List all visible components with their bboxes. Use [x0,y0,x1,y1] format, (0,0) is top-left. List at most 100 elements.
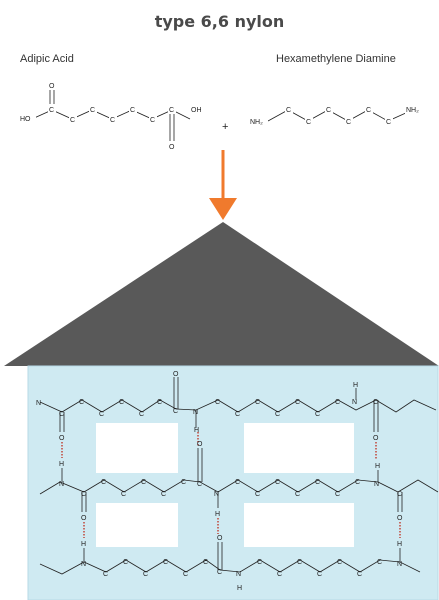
hydrogen-bonds [61,432,401,538]
carbon-atom: C [397,491,402,498]
hydrogen-atom: H [375,463,380,470]
carbon-atom: C [79,399,84,406]
nitrogen-atom: N [374,481,379,488]
house-roof [4,222,439,366]
hydroxyl-right-label: OH [191,107,202,114]
carbon-atom: C [275,411,280,418]
nitrogen-atom: N [214,491,219,498]
diagram-title: type 6,6 nylon [154,12,285,31]
nitrogen-atom: N [236,571,241,578]
oxygen-atom: O [169,144,175,151]
hydrogen-atom: H [353,382,358,389]
nitrogen-atom: N [352,399,357,406]
carbon-atom: C [203,559,208,566]
amine-left-label: NH₂ [250,119,263,126]
carbon-atom: C [119,399,124,406]
reaction-arrow [209,150,237,220]
adipic-acid-label: Adipic Acid [20,53,74,65]
polymer-chain-bonds [39,377,439,575]
carbon-atom: C [90,107,95,114]
carbon-atom: C [169,107,174,114]
polymer-atoms: N C C C C C C C O N H C C C C C C C N H … [36,371,403,592]
carbon-atom: C [315,411,320,418]
carbon-atom: C [215,399,220,406]
nitrogen-atom: N [397,561,402,568]
nitrogen-atom: N [193,409,198,416]
carbon-atom: C [297,559,302,566]
carbon-atom: C [139,411,144,418]
hydroxyl-left-label: HO [20,116,31,123]
carbon-atom: C [121,491,126,498]
carbon-atom: C [366,107,371,114]
carbon-atom: C [150,117,155,124]
carbon-atom: C [357,571,362,578]
carbon-atom: C [181,479,186,486]
nitrogen-atom: N [59,481,64,488]
carbon-atom: C [377,559,382,566]
hydrogen-atom: H [215,511,220,518]
carbon-atom: C [317,571,322,578]
carbon-atom: C [346,119,351,126]
hydrogen-atom: H [194,427,199,434]
carbon-atom: C [277,571,282,578]
carbon-atom: C [335,491,340,498]
oxygen-atom: O [197,441,203,448]
amine-right-label: NH₂ [406,107,419,114]
carbon-atom: C [275,479,280,486]
carbon-atom: C [70,117,75,124]
carbon-atom: C [217,569,222,576]
carbon-atom: C [326,107,331,114]
carbon-atom: C [335,399,340,406]
carbon-atom: C [59,411,64,418]
carbon-atom: C [99,411,104,418]
hydrogen-atom: H [397,541,402,548]
carbon-atom: C [143,571,148,578]
carbon-atom: C [161,491,166,498]
window-top-right [244,423,354,473]
oxygen-atom: O [373,435,379,442]
carbon-atom: C [141,479,146,486]
carbon-atom: C [255,399,260,406]
hexamethylene-diamine-atoms: NH₂ C C C C C C NH₂ [250,104,425,126]
carbon-atom: C [315,479,320,486]
nitrogen-atom: N [81,561,86,568]
carbon-atom: C [235,411,240,418]
window-bottom-left [96,503,178,547]
carbon-atom: C [373,399,378,406]
carbon-atom: C [103,571,108,578]
carbon-atom: C [157,399,162,406]
carbon-atom: C [197,481,202,488]
oxygen-atom: O [173,371,179,378]
plus-sign: + [222,121,228,133]
carbon-atom: C [81,491,86,498]
adipic-acid-atoms: HO C O C C C C C C O OH [20,80,204,151]
carbon-atom: C [355,479,360,486]
carbon-atom: C [183,571,188,578]
window-top-left [96,423,178,473]
carbon-atom: C [173,408,178,415]
carbon-atom: C [286,107,291,114]
oxygen-atom: O [397,515,403,522]
hydrogen-atom: H [59,461,64,468]
oxygen-atom: O [81,515,87,522]
carbon-atom: C [295,399,300,406]
oxygen-atom: O [217,535,223,542]
carbon-atom: C [130,107,135,114]
carbon-atom: C [101,479,106,486]
window-bottom-right [244,503,354,547]
carbon-atom: C [49,107,54,114]
oxygen-atom: O [49,83,55,90]
hexamethylene-diamine-label: Hexamethylene Diamine [276,53,396,65]
carbon-atom: C [123,559,128,566]
carbon-atom: C [255,491,260,498]
carbon-atom: C [386,119,391,126]
nitrogen-atom: N [36,400,41,407]
carbon-atom: C [337,559,342,566]
carbon-atom: C [163,559,168,566]
carbon-atom: C [110,117,115,124]
hydrogen-atom: H [237,585,242,592]
carbon-atom: C [235,479,240,486]
hydrogen-atom: H [81,541,86,548]
carbon-atom: C [306,119,311,126]
